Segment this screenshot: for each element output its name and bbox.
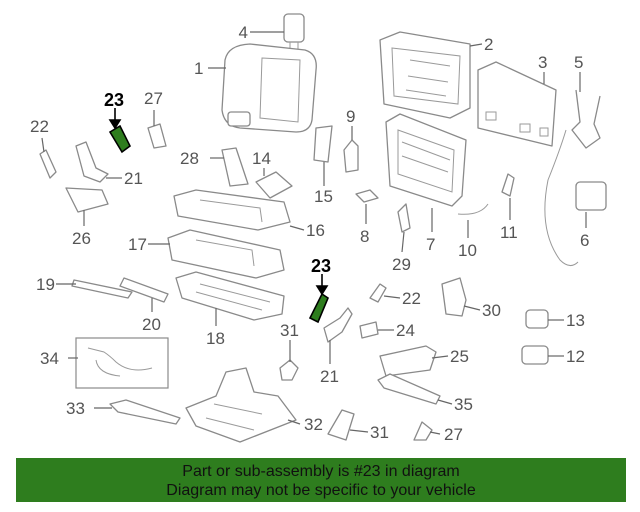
banner-line-2: Diagram may not be specific to your vehi…	[166, 482, 476, 499]
callout-8: 8	[360, 227, 369, 246]
callout-29: 29	[392, 255, 411, 274]
part-23-highlighted-lower	[308, 292, 329, 324]
callout-32: 32	[304, 415, 323, 434]
callout-14: 14	[252, 149, 271, 168]
part-12	[521, 345, 549, 365]
callout-11: 11	[500, 223, 518, 242]
callout-24: 24	[396, 321, 415, 340]
part-30	[441, 277, 467, 317]
callout-1: 1	[194, 59, 203, 78]
callout-2: 2	[484, 35, 493, 54]
info-banner: Part or sub-assembly is #23 in diagram D…	[16, 458, 626, 502]
callout-21-lower: 21	[320, 367, 339, 386]
part-7-seat-frame	[385, 113, 467, 207]
arrow-23-upper	[108, 108, 122, 130]
part-4-headrest	[283, 13, 305, 50]
part-16-cushion	[173, 189, 291, 231]
part-33	[109, 399, 181, 425]
banner-line-1: Part or sub-assembly is #23 in diagram	[182, 463, 460, 480]
part-27-lower	[413, 421, 433, 441]
leader-lines	[41, 31, 587, 435]
part-32-rail	[185, 367, 297, 443]
callout-labels: 1 2 3 4 5 6 7 8 9 10 11 12 13 14 15 16 1…	[30, 23, 589, 444]
callout-12: 12	[566, 347, 585, 366]
part-34-harness	[75, 337, 169, 389]
callout-5: 5	[574, 53, 583, 72]
part-22-upper	[39, 149, 57, 179]
callout-13: 13	[566, 311, 585, 330]
part-25	[379, 345, 437, 377]
part-2-frame	[379, 31, 471, 119]
callout-23-upper: 23	[104, 90, 124, 110]
part-14	[255, 171, 293, 199]
callout-15: 15	[314, 187, 333, 206]
part-26	[65, 187, 109, 213]
callout-21-upper: 21	[124, 169, 143, 188]
callout-27-lower: 27	[444, 425, 463, 444]
callout-9: 9	[346, 107, 355, 126]
callout-3: 3	[538, 53, 547, 72]
callout-7: 7	[426, 235, 435, 254]
arrow-23-lower	[315, 274, 329, 296]
part-31-lower	[327, 409, 355, 441]
part-10-cable	[457, 203, 489, 215]
part-13	[525, 309, 549, 329]
part-20	[119, 277, 169, 303]
callout-10: 10	[458, 241, 477, 260]
part-23-highlighted-upper	[108, 124, 132, 154]
callout-34: 34	[40, 349, 59, 368]
callout-19: 19	[36, 275, 55, 294]
callout-30: 30	[482, 301, 501, 320]
part-18-base	[175, 271, 285, 321]
callout-17: 17	[128, 235, 147, 254]
part-29	[397, 203, 411, 233]
part-1-seat-back	[221, 43, 317, 133]
callout-33: 33	[66, 399, 85, 418]
part-35	[377, 373, 441, 405]
parts-diagram: 1 2 3 4 5 6 7 8 9 10 11 12 13 14 15 16 1…	[30, 13, 607, 444]
part-28	[221, 147, 249, 187]
callout-20: 20	[142, 315, 161, 334]
part-8	[355, 189, 379, 203]
part-11	[501, 173, 515, 197]
callout-16: 16	[306, 221, 325, 240]
callout-31-upper: 31	[280, 321, 299, 340]
part-6-latch	[575, 181, 607, 211]
callout-22-lower: 22	[402, 289, 421, 308]
callout-26: 26	[72, 229, 91, 248]
part-9	[343, 139, 359, 173]
callout-4: 4	[239, 23, 248, 42]
callout-23-lower: 23	[311, 256, 331, 276]
callout-35: 35	[454, 395, 473, 414]
part-15	[313, 125, 333, 163]
part-31-upper	[279, 359, 299, 381]
callout-28: 28	[180, 149, 199, 168]
callout-22-upper: 22	[30, 117, 49, 136]
part-5-bracket	[544, 89, 601, 266]
part-27-upper	[147, 123, 167, 149]
callout-31-lower: 31	[370, 423, 389, 442]
callout-6: 6	[580, 231, 589, 250]
callout-25: 25	[450, 347, 469, 366]
part-22-lower	[369, 283, 387, 303]
part-21-lower	[323, 307, 353, 343]
part-3-back-panel	[477, 61, 557, 147]
part-21-upper	[75, 141, 109, 183]
part-17-cushion	[167, 229, 285, 279]
callout-18: 18	[206, 329, 225, 348]
part-24	[359, 321, 379, 339]
callout-27-upper: 27	[144, 89, 163, 108]
